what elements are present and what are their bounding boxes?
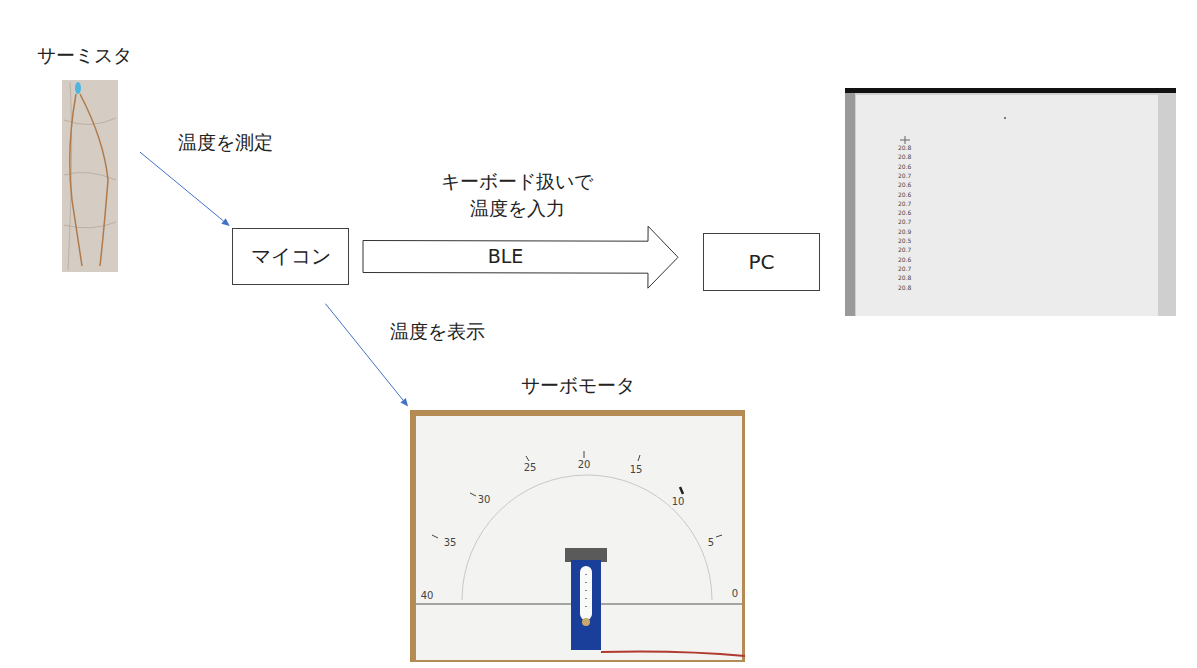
box-label: マイコン xyxy=(251,244,331,269)
process-box: PC xyxy=(703,233,820,291)
wood-grain xyxy=(64,82,116,270)
screen-ground xyxy=(845,93,1176,316)
reading-value: 20.5 xyxy=(897,237,912,245)
photo-heading: サーミスタ xyxy=(37,44,132,68)
reading-value: 20.6 xyxy=(897,209,912,217)
block-arrow xyxy=(363,226,678,288)
reading-value: 20.7 xyxy=(897,265,912,273)
reading-value: 20.7 xyxy=(897,200,912,208)
arrow-head xyxy=(400,398,408,407)
servo-body xyxy=(571,560,601,650)
dial-number: 20 xyxy=(577,459,592,472)
wood-ground xyxy=(62,80,118,272)
reading-value: 20.7 xyxy=(897,246,912,254)
dial-number: 5 xyxy=(707,537,715,550)
horn-holes xyxy=(585,574,587,607)
dial-paper xyxy=(416,416,742,660)
reading-value: 20.8 xyxy=(897,144,912,152)
servo-horn xyxy=(580,566,592,620)
reading-value: 20.8 xyxy=(897,284,912,292)
slot-shadow xyxy=(565,548,607,562)
reading-value: 20.8 xyxy=(897,274,912,282)
reading-value: 20.8 xyxy=(897,153,912,161)
servo-photo: サーボモータ xyxy=(410,374,745,664)
reading-value: 20.6 xyxy=(897,256,912,264)
tick-marks xyxy=(432,451,722,538)
edge-label: 温度を表示 xyxy=(388,320,487,344)
process-box: マイコン xyxy=(232,228,349,285)
arrow-outline xyxy=(363,226,678,288)
dial-number: 40 xyxy=(420,590,435,603)
reading-value: 20.9 xyxy=(897,228,912,236)
box-label: PC xyxy=(748,250,774,275)
reading-value: 20.7 xyxy=(897,172,912,180)
servo-photo-art xyxy=(410,410,745,662)
dial-number: 15 xyxy=(629,464,644,477)
arrow-head xyxy=(221,218,229,226)
wood-board xyxy=(410,410,745,662)
arrow-line xyxy=(325,304,403,401)
reading-value: 20.7 xyxy=(897,218,912,226)
thermistor-photo-art xyxy=(62,80,118,272)
screen-bar xyxy=(845,88,1176,93)
thermistor-photo: サーミスタ xyxy=(28,44,140,274)
dial-number: 30 xyxy=(477,494,492,507)
photo-heading: サーボモータ xyxy=(521,374,635,398)
wire xyxy=(80,94,108,266)
dial-number: 10 xyxy=(671,496,686,509)
edge-label: 温度を測定 xyxy=(176,131,275,155)
note-text: キーボード扱いで 温度を入力 xyxy=(440,168,594,221)
dot xyxy=(1004,117,1006,119)
screenshot-photo-art xyxy=(845,88,1176,316)
needle-mark xyxy=(680,487,683,494)
horn-screw xyxy=(582,618,590,626)
reading-value: 20.6 xyxy=(897,181,912,189)
dial-number: 25 xyxy=(523,462,538,475)
flow-arrow xyxy=(140,152,230,226)
arrow-line xyxy=(140,152,224,221)
dial-number: 0 xyxy=(731,588,739,601)
reading-value: 20.6 xyxy=(897,163,912,171)
thermistor-bead xyxy=(75,82,81,94)
dial-number: 35 xyxy=(443,537,458,550)
servo-cable xyxy=(601,652,745,657)
screen-edge xyxy=(845,93,855,316)
screen-paper xyxy=(856,95,1158,316)
edge-label: BLE xyxy=(486,245,526,269)
reading-value: 20.6 xyxy=(897,191,912,199)
wire xyxy=(70,94,82,266)
